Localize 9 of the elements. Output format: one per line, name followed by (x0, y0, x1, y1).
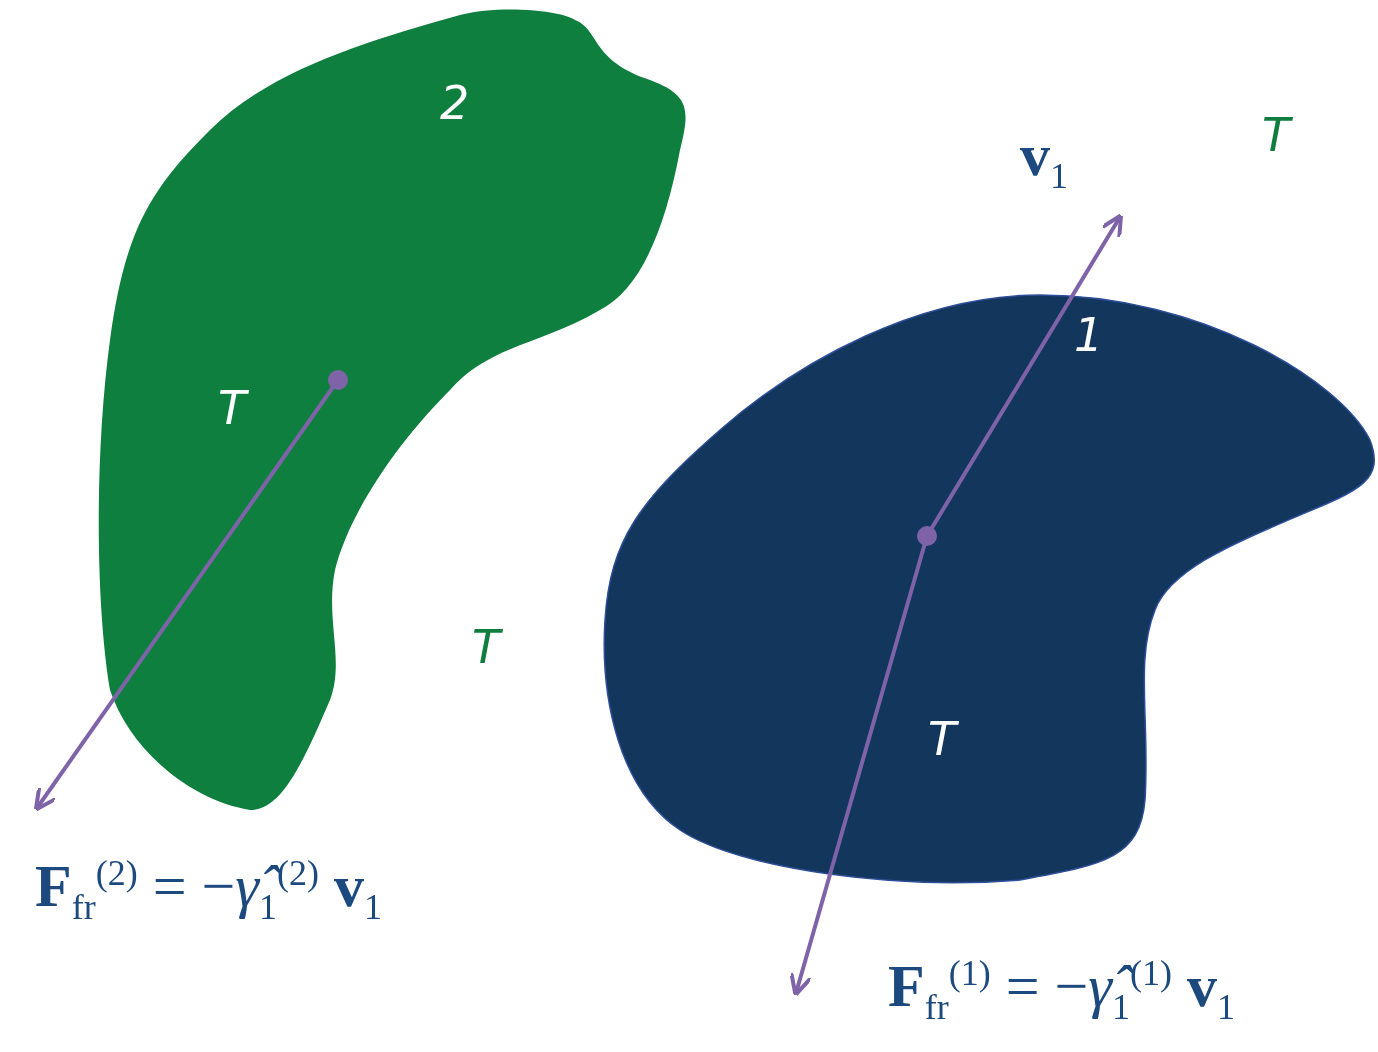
region-number: 2 (440, 80, 470, 126)
vector-label: v$_{1}$ (1020, 125, 1068, 194)
region-number: 1 (1074, 312, 1104, 358)
symbol-label: T (218, 385, 247, 431)
formula: F$_{fr}$$^{(2)}$ = −γ̂$_{1}$$^{(2)}$ v$_{1}$ (35, 855, 382, 925)
symbol-label: T (472, 624, 501, 670)
symbol-label: T (1262, 112, 1291, 158)
symbol-label: T (928, 716, 957, 762)
formula: F$_{fr}$$^{(1)}$ = −γ̂$_{1}$$^{(1)}$ v$_{1}$ (888, 955, 1235, 1025)
